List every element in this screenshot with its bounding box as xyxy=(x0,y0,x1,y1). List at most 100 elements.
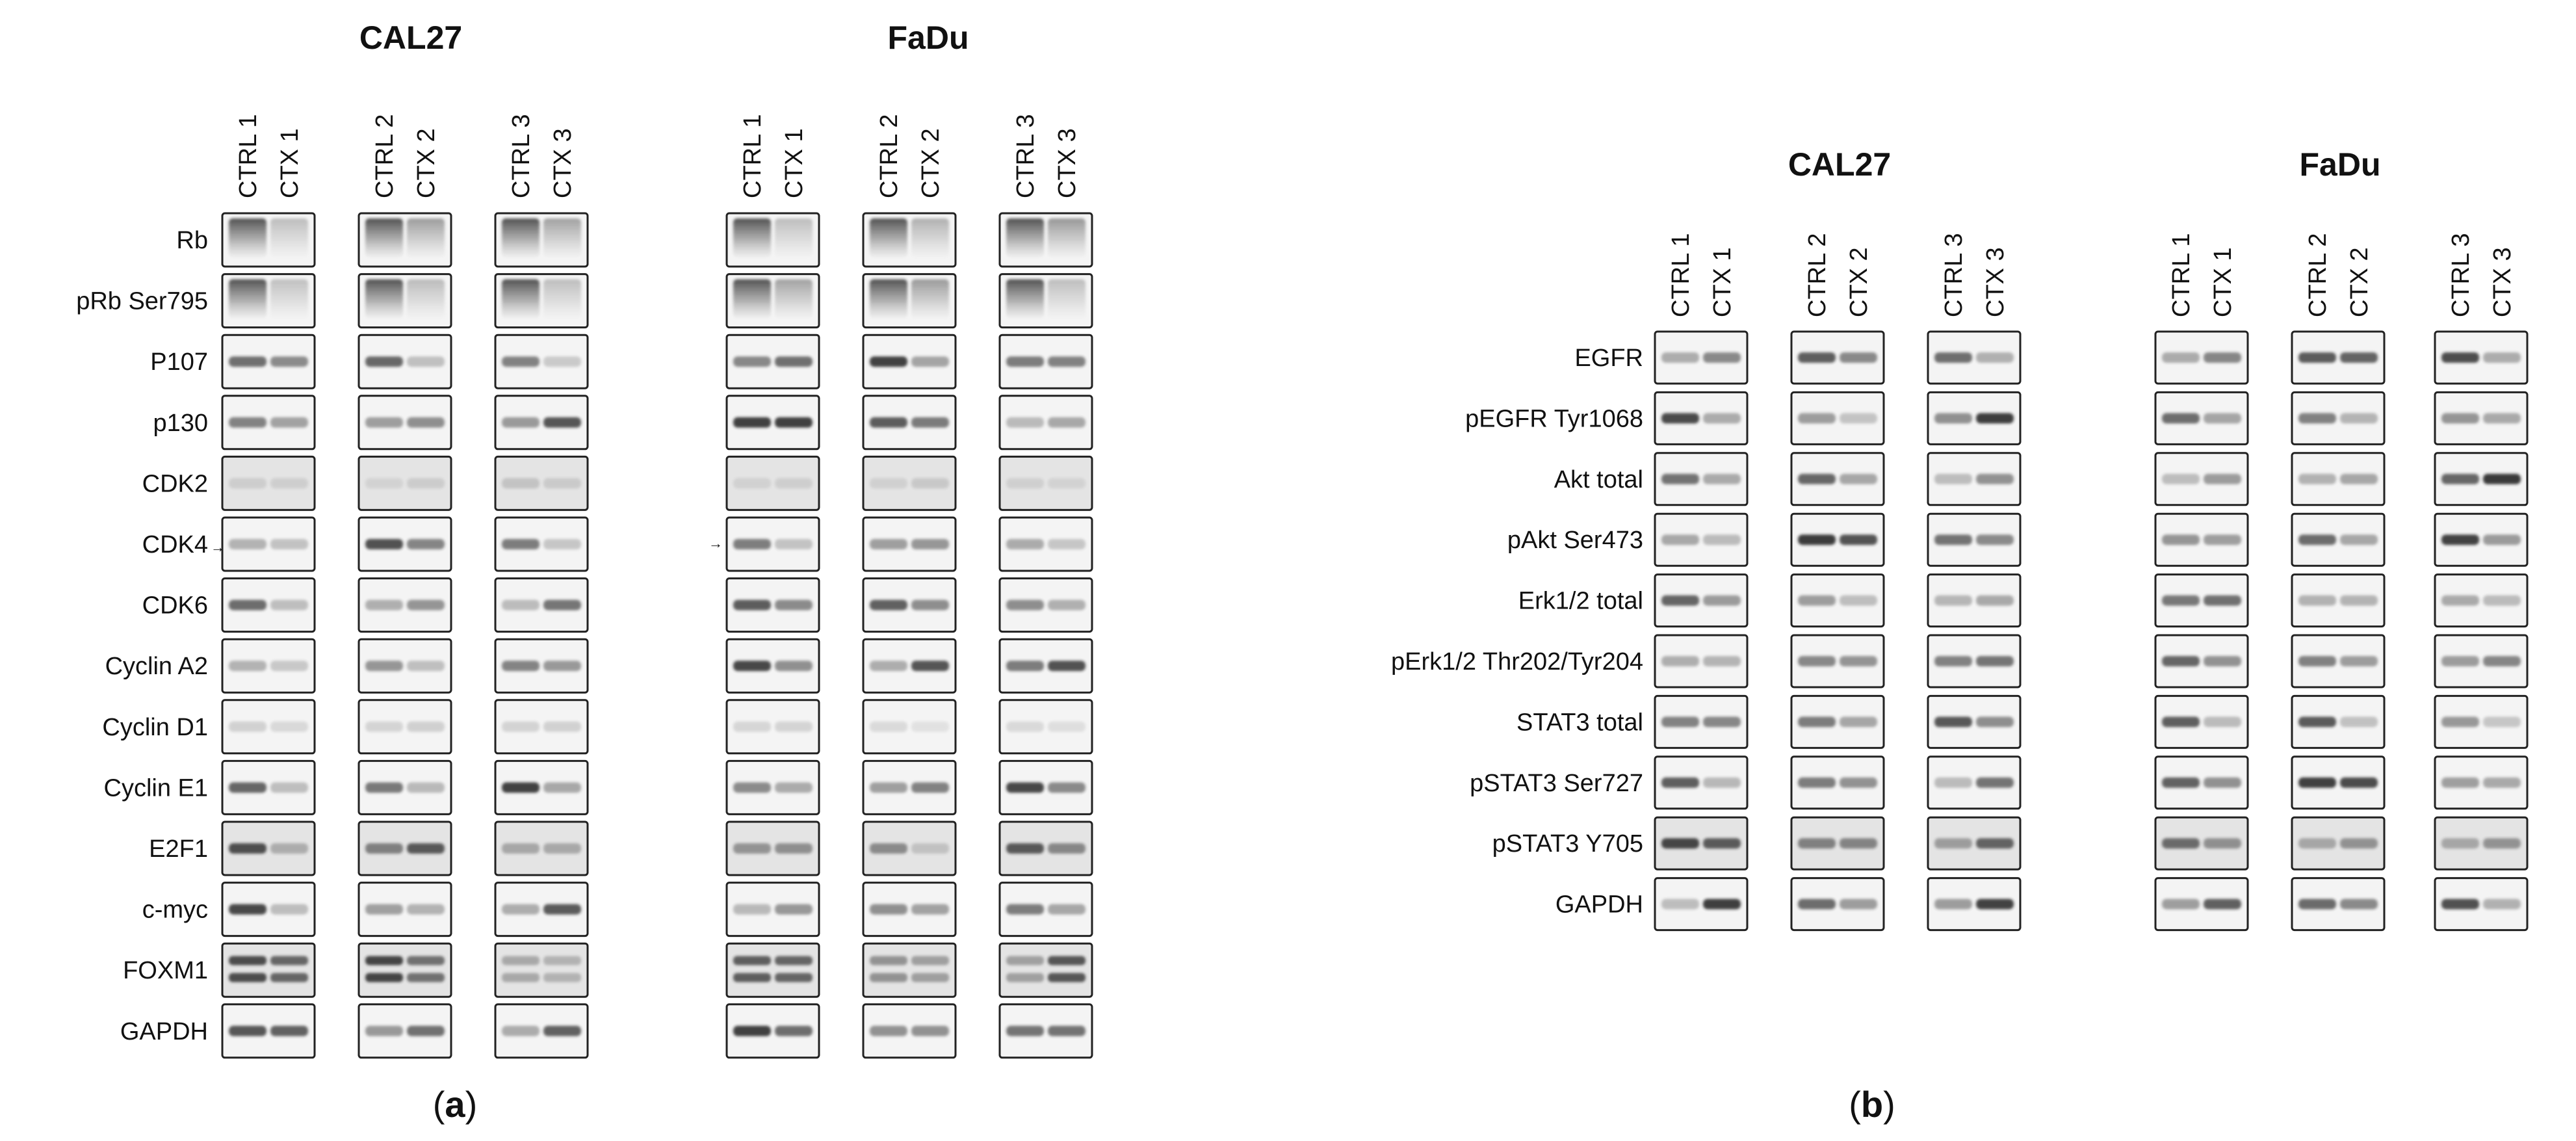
cell-line-header: CAL27 xyxy=(1788,146,1891,183)
blot-box xyxy=(358,577,452,633)
blot-box xyxy=(725,699,820,755)
blot-box xyxy=(2154,694,2249,749)
blot-box xyxy=(221,273,316,329)
blot-box xyxy=(358,273,452,329)
blot-box xyxy=(862,759,957,815)
blot-box xyxy=(1790,452,1885,506)
band xyxy=(1661,352,1699,363)
blot-box xyxy=(1927,694,2022,749)
protein-label: c-myc xyxy=(142,897,208,924)
band xyxy=(502,599,540,610)
band xyxy=(2441,716,2479,728)
protein-label: CDK2 xyxy=(142,470,208,497)
band xyxy=(870,279,907,319)
blot-box xyxy=(2154,452,2249,506)
blot-box xyxy=(358,820,452,876)
band xyxy=(1976,716,2014,728)
band xyxy=(1006,539,1044,549)
band xyxy=(911,218,949,257)
blot-box xyxy=(2154,573,2249,628)
band xyxy=(2441,595,2479,606)
band xyxy=(775,417,813,428)
band xyxy=(1976,473,2014,484)
band xyxy=(870,218,907,257)
band xyxy=(502,417,540,428)
blot-box xyxy=(862,273,957,329)
band xyxy=(2483,352,2521,363)
panel-letter-value: b xyxy=(1861,1084,1883,1125)
blot-box xyxy=(358,882,452,938)
band xyxy=(733,782,771,793)
band xyxy=(911,1025,949,1036)
blot-box xyxy=(1790,877,1885,932)
band xyxy=(2162,352,2200,363)
band xyxy=(229,843,267,854)
lane-label: CTRL 3 xyxy=(508,114,535,198)
lane-label: CTX 1 xyxy=(276,128,304,198)
lane-label: CTX 2 xyxy=(1845,247,1873,317)
band xyxy=(2340,473,2378,484)
band xyxy=(2483,656,2521,666)
lane-label: CTRL 1 xyxy=(1667,233,1695,317)
band xyxy=(733,478,771,489)
band xyxy=(365,843,403,854)
band xyxy=(2441,352,2479,363)
band xyxy=(870,843,907,854)
band xyxy=(1006,417,1044,428)
blot-box xyxy=(998,334,1093,389)
band xyxy=(1934,716,1972,728)
blot-box xyxy=(862,395,957,451)
protein-label: pEGFR Tyr1068 xyxy=(1465,405,1643,432)
band xyxy=(1006,904,1044,915)
band xyxy=(1840,595,1877,606)
blot-box xyxy=(862,577,957,633)
blot-box xyxy=(1790,330,1885,385)
band xyxy=(365,279,403,319)
band xyxy=(1703,413,1741,424)
band xyxy=(229,279,267,319)
band xyxy=(911,417,949,428)
band xyxy=(407,661,445,672)
band xyxy=(870,478,907,489)
lane-label: CTX 1 xyxy=(1709,247,1736,317)
protein-label: STAT3 total xyxy=(1516,709,1643,736)
blot-box xyxy=(358,334,452,389)
band xyxy=(229,973,267,982)
blot-box xyxy=(725,334,820,389)
band xyxy=(1934,413,1972,424)
band xyxy=(1934,352,1972,363)
band xyxy=(911,782,949,793)
band xyxy=(1661,534,1699,545)
band xyxy=(2298,656,2336,666)
blot-box xyxy=(862,334,957,389)
band xyxy=(2298,413,2336,424)
band xyxy=(1703,716,1741,728)
blot-box xyxy=(2154,877,2249,932)
band xyxy=(2204,777,2241,788)
band xyxy=(502,539,540,549)
band xyxy=(733,1025,771,1036)
blot-box xyxy=(998,820,1093,876)
band xyxy=(1976,656,2014,666)
band xyxy=(270,956,308,965)
band xyxy=(1798,534,1836,545)
protein-label: Erk1/2 total xyxy=(1518,588,1643,615)
band xyxy=(1006,279,1044,319)
band xyxy=(870,956,907,965)
band xyxy=(870,1025,907,1036)
blot-box xyxy=(998,273,1093,329)
band xyxy=(1840,838,1877,849)
band xyxy=(1006,478,1044,489)
blot-box xyxy=(862,942,957,998)
band xyxy=(502,904,540,915)
blot-box xyxy=(1927,330,2022,385)
blot-box xyxy=(2154,816,2249,871)
band xyxy=(2340,413,2378,424)
blot-box xyxy=(221,455,316,511)
blot-box xyxy=(725,820,820,876)
band xyxy=(1976,352,2014,363)
band xyxy=(1934,838,1972,849)
band xyxy=(1661,777,1699,788)
blot-box xyxy=(221,1003,316,1059)
band xyxy=(365,956,403,965)
